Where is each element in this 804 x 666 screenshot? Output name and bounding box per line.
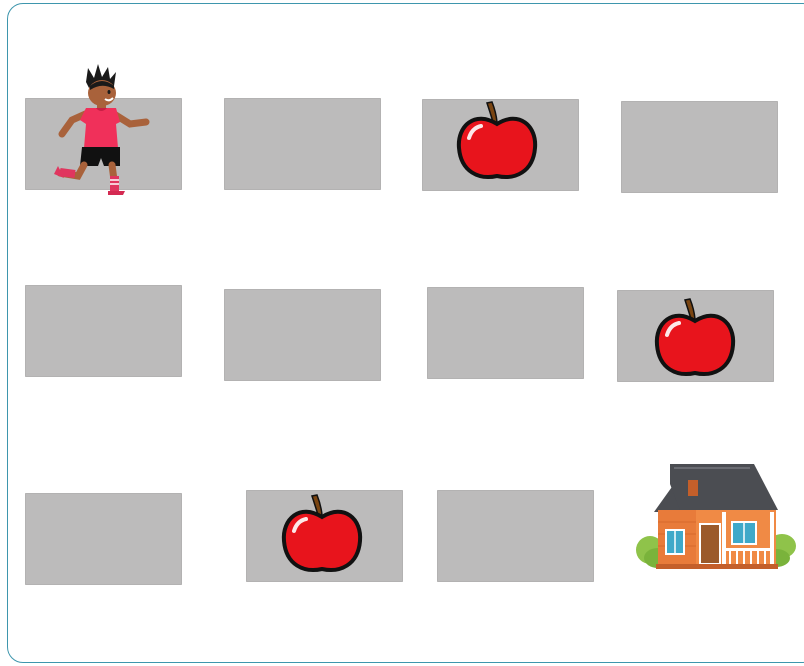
- tile-r2-c3[interactable]: [427, 287, 584, 379]
- tile-r1-c2[interactable]: [224, 98, 381, 190]
- apple-icon[interactable]: [280, 493, 364, 577]
- tile-r3-c1[interactable]: [25, 493, 182, 585]
- house-icon[interactable]: [636, 462, 796, 572]
- tile-r1-c4[interactable]: [621, 101, 778, 193]
- apple-icon[interactable]: [653, 297, 737, 381]
- runner-character[interactable]: [50, 62, 156, 196]
- tile-r3-c3[interactable]: [437, 490, 594, 582]
- tile-r2-c2[interactable]: [224, 289, 381, 381]
- tile-r2-c1[interactable]: [25, 285, 182, 377]
- apple-icon[interactable]: [455, 100, 539, 184]
